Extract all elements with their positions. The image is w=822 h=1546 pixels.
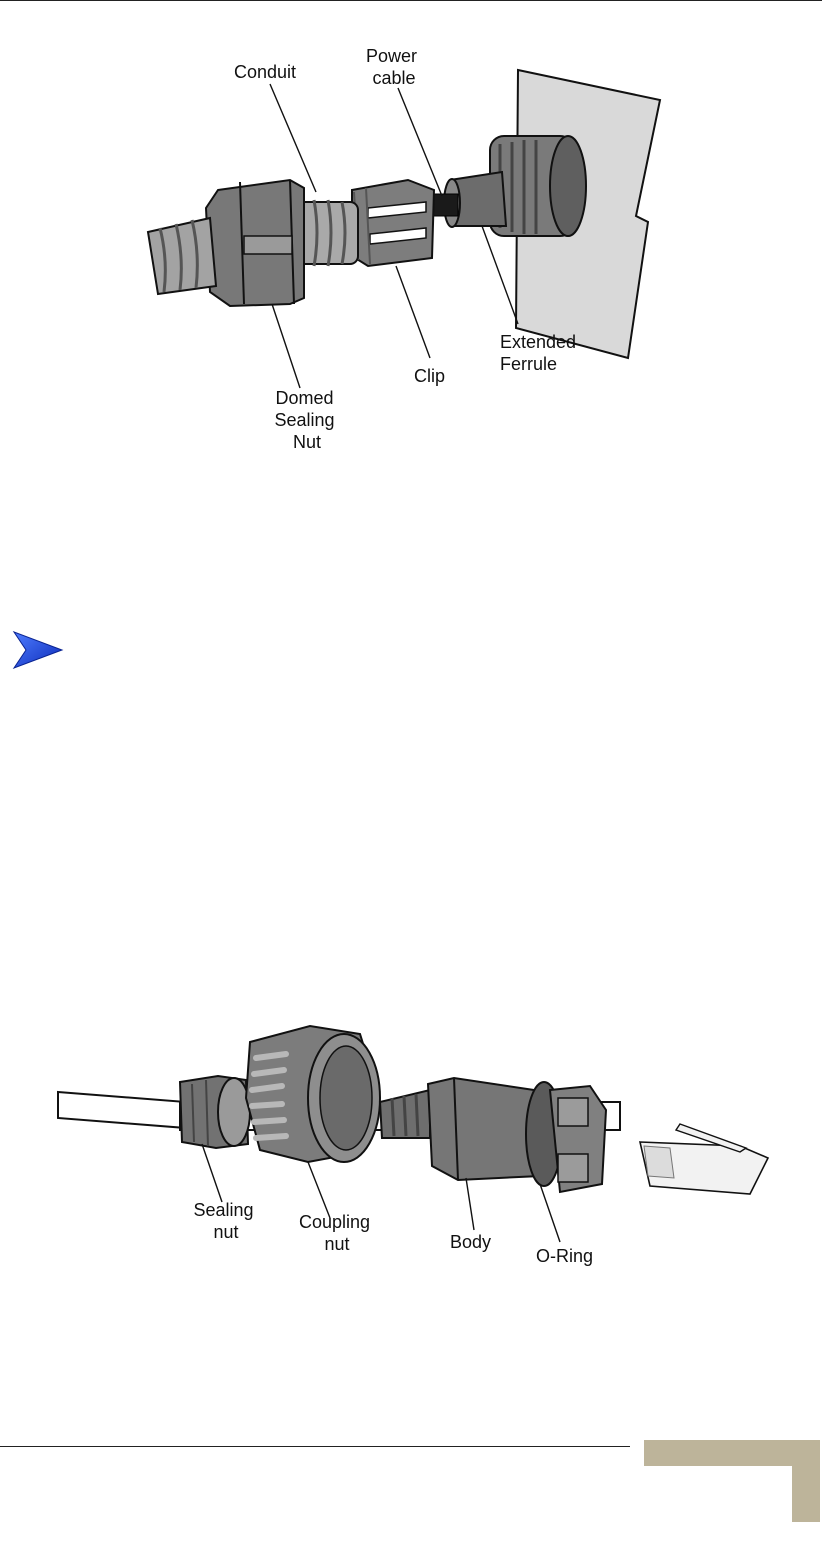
- label-body: Body: [450, 1232, 491, 1252]
- figure-power-conduit-assembly: Conduit Power cable Domed Sealing Nut Cl…: [140, 40, 680, 460]
- rj45-plug: [640, 1124, 768, 1194]
- label-coupling-nut: Coupling nut: [299, 1212, 375, 1254]
- ethernet-cable: [58, 1092, 186, 1128]
- sealing-nut: [180, 1076, 250, 1148]
- label-o-ring: O-Ring: [536, 1246, 593, 1266]
- header-rule: [0, 0, 822, 1]
- domed-sealing-nut: [206, 180, 304, 306]
- page-tab-block: [644, 1440, 820, 1522]
- clip: [352, 180, 434, 266]
- conduit-left: [148, 218, 216, 294]
- label-power-cable: Power cable: [366, 46, 422, 88]
- coupling-nut: [246, 1026, 380, 1162]
- arrow-bullet-icon: [12, 630, 64, 670]
- front-flange: [550, 1086, 606, 1192]
- label-sealing-nut: Sealing nut: [193, 1200, 258, 1242]
- figure-rj45-gland-assembly: Sealing nut Coupling nut Body O-Ring: [50, 1018, 780, 1278]
- footer-rule: [0, 1446, 630, 1447]
- label-domed-sealing-nut: Domed Sealing Nut: [274, 388, 339, 452]
- connector-body: [380, 1078, 540, 1180]
- label-conduit: Conduit: [234, 62, 296, 82]
- label-extended-ferrule: Extended Ferrule: [500, 332, 581, 374]
- label-clip: Clip: [414, 366, 445, 386]
